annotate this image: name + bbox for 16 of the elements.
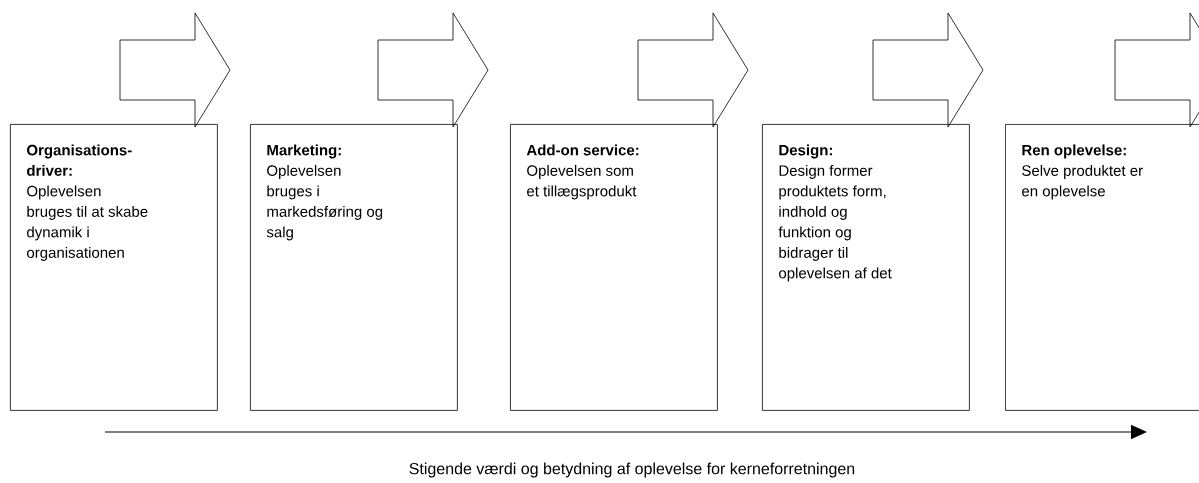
- text-box: [10, 124, 218, 411]
- box-text: Design former produktets form, indhold og funktion og bidrager til oplevelsen af det: [778, 164, 892, 282]
- box-text: Oplevelsen bruges i markedsføring og salg: [266, 164, 383, 241]
- text-box: [762, 124, 970, 411]
- text-box: [1005, 124, 1199, 411]
- text-box: [510, 124, 718, 411]
- box-heading: Organisations-driver:: [27, 144, 132, 176]
- box-heading: Ren oplevelse:: [1022, 144, 1126, 159]
- text-box: [250, 124, 458, 411]
- box-text: Oplevelsen som et tillægsprodukt: [527, 164, 637, 200]
- box-text: Selve produktet er en oplevelse: [1022, 164, 1143, 200]
- caption: Stigende værdi og betydning af oplevelse for kerneforretningen: [409, 462, 855, 478]
- box-text: Oplevelsen bruges til at skabe dynamik i organisationen: [27, 185, 148, 261]
- box-heading: Design:: [779, 144, 832, 159]
- box-heading: Marketing:: [267, 144, 341, 159]
- box-heading: Add-on service:: [526, 144, 639, 156]
